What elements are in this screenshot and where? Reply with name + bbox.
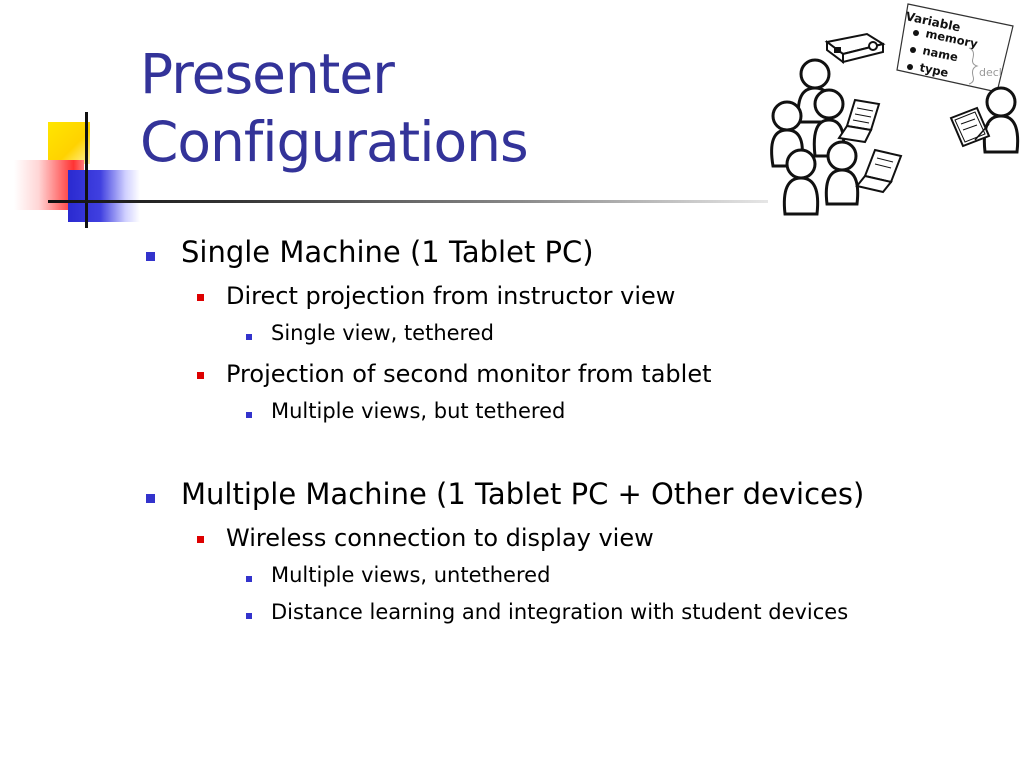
bullet-item-level3: Single view, tethered [271,321,494,345]
bullet-item-level1: Multiple Machine (1 Tablet PC + Other de… [181,477,865,511]
bullet-marker [246,613,252,619]
laptop-icon [837,98,903,194]
people-icon [770,58,1020,216]
slide-title-line-2: Configurations [140,110,529,174]
title-divider-line [48,200,768,203]
projector-icon [824,32,886,64]
classroom-illustration: Variable memory name type decl [770,3,1020,216]
bullet-marker [246,576,252,582]
bullet-item-level3: Multiple views, but tethered [271,399,566,423]
bullet-marker [246,334,252,340]
decorative-vertical-line [85,112,88,228]
bullet-marker [197,372,204,379]
bullet-item-level2: Projection of second monitor from tablet [226,360,712,388]
decorative-blue-bar [68,170,140,222]
note-item-type: type [918,60,949,80]
bullet-marker [146,494,155,503]
sticky-note-icon: Variable memory name type decl [896,3,1014,93]
bullet-marker [197,536,204,543]
bullet-item-level3: Multiple views, untethered [271,563,551,587]
decorative-yellow-square [48,122,90,164]
slide-title: Presenter Configurations [140,40,529,176]
note-side-label: decl [979,66,1002,79]
bullet-item-level1: Single Machine (1 Tablet PC) [181,235,594,269]
bullet-item-level2: Wireless connection to display view [226,524,654,552]
tablet-icon [949,106,991,148]
bullet-marker [246,412,252,418]
bullet-item-level2: Direct projection from instructor view [226,282,676,310]
slide-title-line-1: Presenter [140,42,395,106]
bullet-item-level3: Distance learning and integration with s… [271,600,849,624]
bullet-marker [146,252,155,261]
bullet-marker [197,294,204,301]
